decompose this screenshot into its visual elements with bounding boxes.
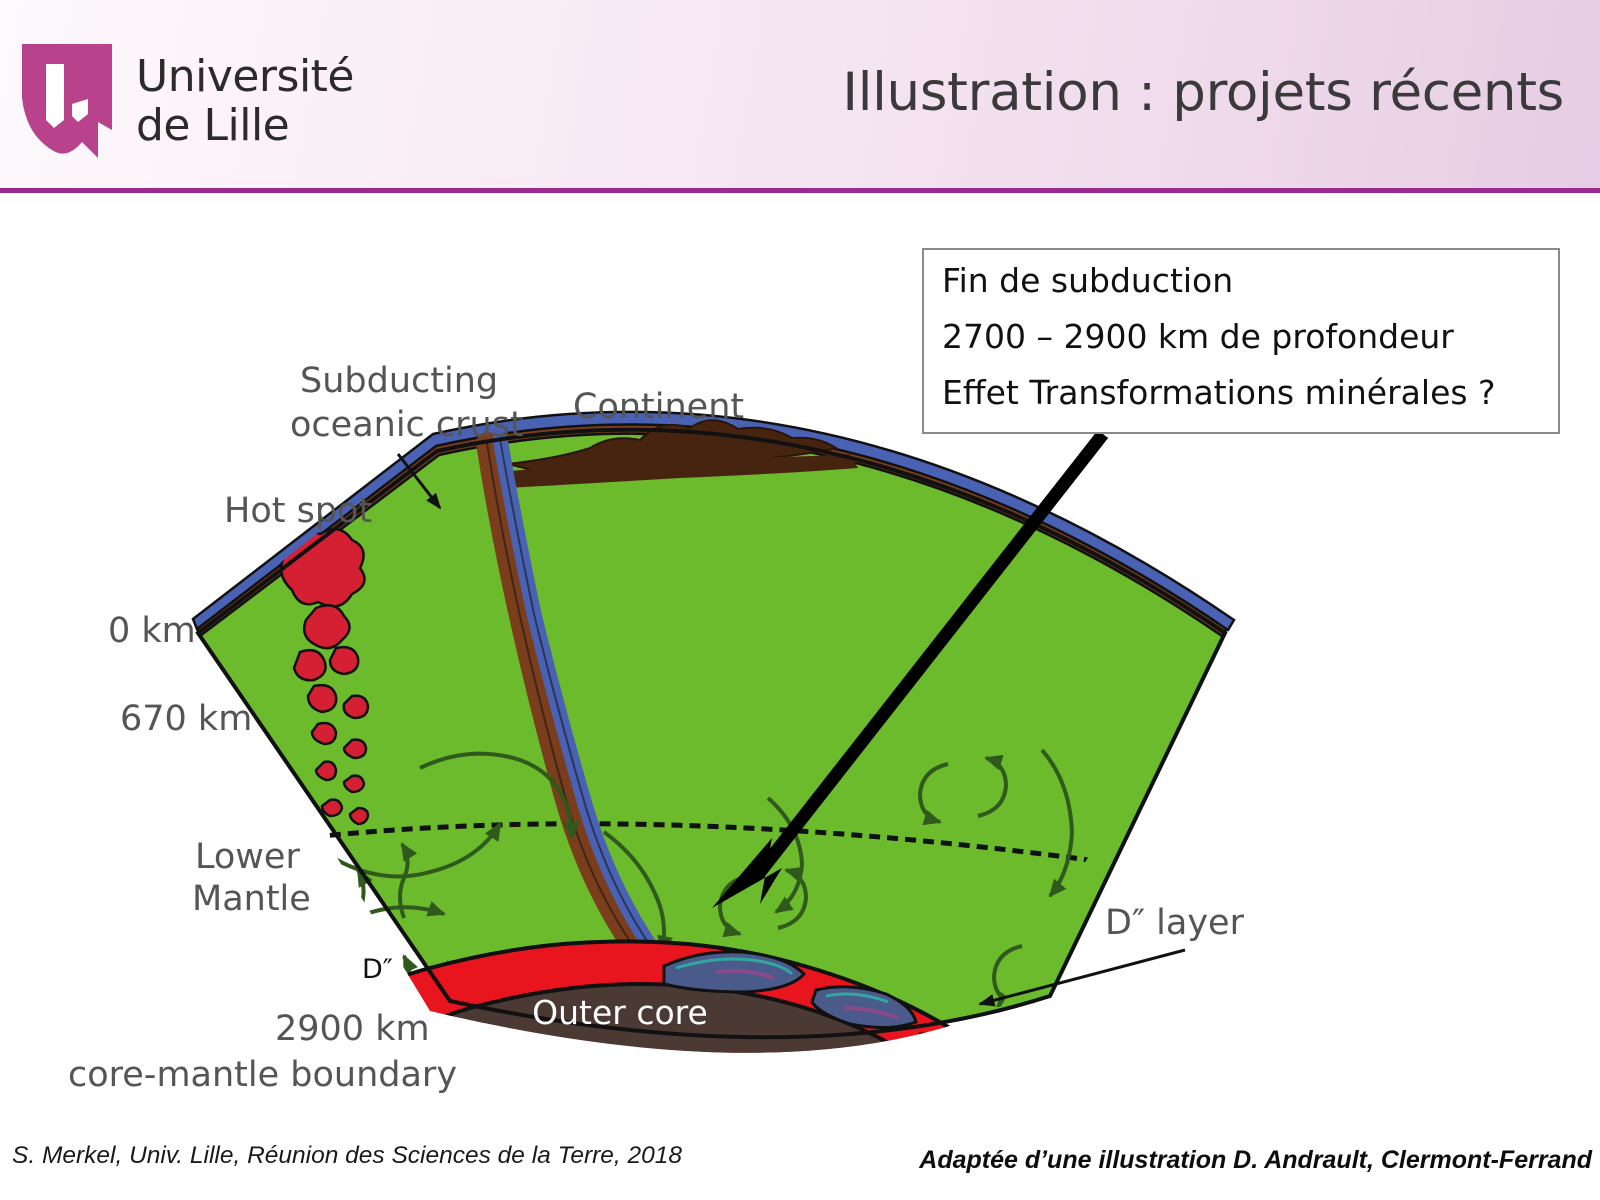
label-subducting-crust-line2: oceanic crust	[290, 405, 524, 445]
label-depth-670km: 670 km	[120, 699, 252, 739]
callout-line-2: 2700 – 2900 km de profondeur	[942, 317, 1454, 356]
page-title: Illustration : projets récents	[842, 62, 1564, 123]
label-continent: Continent	[573, 387, 744, 427]
university-shield-logo-icon	[22, 44, 112, 158]
earth-cross-section-diagram: Outer core D″ Subducting oceanic crust C…	[0, 196, 1600, 1106]
label-subducting-crust-line1: Subducting	[300, 361, 498, 401]
callout-line-1: Fin de subduction	[942, 261, 1234, 300]
d-layer-leader-line	[978, 948, 1186, 1007]
callout-line-3: Effet Transformations minérales ?	[942, 373, 1496, 412]
callout-box: Fin de subduction 2700 – 2900 km de prof…	[922, 248, 1560, 434]
d-layer-inline-label: D″	[362, 954, 393, 985]
label-lower-mantle-line2: Mantle	[192, 879, 311, 919]
wedge-outline	[195, 427, 1228, 1040]
label-core-mantle-boundary: core-mantle boundary	[68, 1055, 457, 1095]
label-depth-0km: 0 km	[108, 611, 196, 651]
callout-pointer-arrow	[712, 429, 1109, 908]
slide-header	[0, 0, 1600, 190]
label-hot-spot: Hot spot	[224, 491, 372, 531]
header-accent-rule	[0, 188, 1600, 193]
university-logo-text: Université de Lille	[136, 50, 355, 151]
outer-core-label: Outer core	[532, 993, 708, 1032]
label-lower-mantle-line1: Lower	[195, 837, 300, 877]
logo-line-1: Université	[136, 50, 355, 102]
hot-spot-plume	[279, 527, 370, 826]
label-depth-2900km: 2900 km	[275, 1009, 430, 1049]
subducting-crust-leader-line	[396, 453, 442, 510]
discontinuity-670km-line	[204, 821, 1201, 879]
logo-line-2: de Lille	[136, 100, 290, 151]
footer-attribution-right: Adaptée d’une illustration D. Andrault, …	[919, 1146, 1592, 1174]
university-logo: Université de Lille	[18, 42, 355, 160]
footer-attribution-left: S. Merkel, Univ. Lille, Réunion des Scie…	[12, 1142, 683, 1169]
label-d-layer: D″ layer	[1105, 903, 1245, 943]
